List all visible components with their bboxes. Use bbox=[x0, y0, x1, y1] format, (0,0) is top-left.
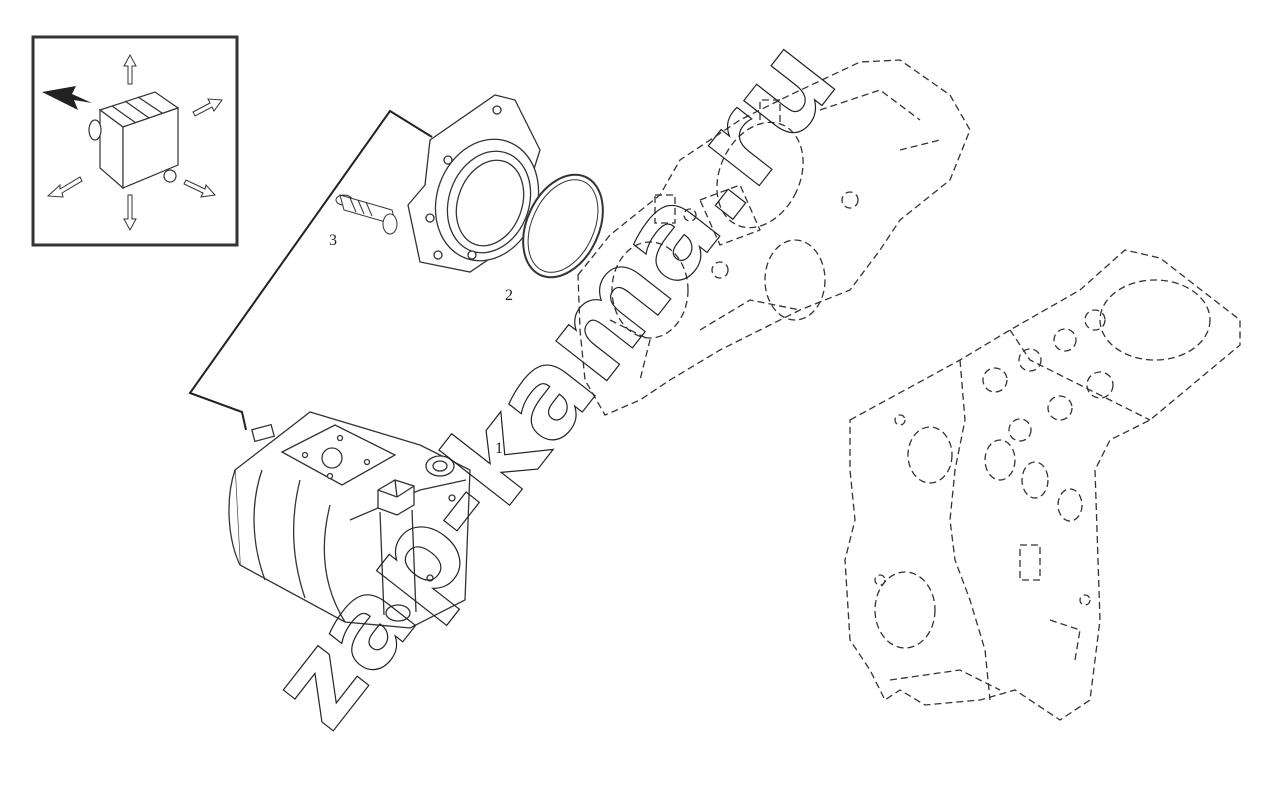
leader-line bbox=[188, 109, 433, 431]
callout-1: 1 bbox=[495, 440, 503, 457]
watermark: zap-kama.ru bbox=[243, 14, 862, 753]
arrow-icon bbox=[183, 179, 216, 198]
arrow-icon bbox=[46, 176, 83, 198]
arrow-icon bbox=[123, 53, 137, 85]
part-1-pump bbox=[228, 411, 471, 629]
callout-2: 2 bbox=[505, 287, 513, 304]
orientation-inset bbox=[31, 35, 239, 247]
arrow-icon bbox=[123, 194, 137, 232]
arrow-icon bbox=[42, 86, 92, 110]
engine-timing-cover-phantom bbox=[577, 59, 971, 416]
part-3-shaft bbox=[335, 194, 398, 235]
callout-3: 3 bbox=[329, 232, 337, 249]
arrow-icon bbox=[192, 98, 223, 117]
engine-block-phantom bbox=[844, 249, 1241, 721]
part-2-flange bbox=[407, 94, 604, 279]
